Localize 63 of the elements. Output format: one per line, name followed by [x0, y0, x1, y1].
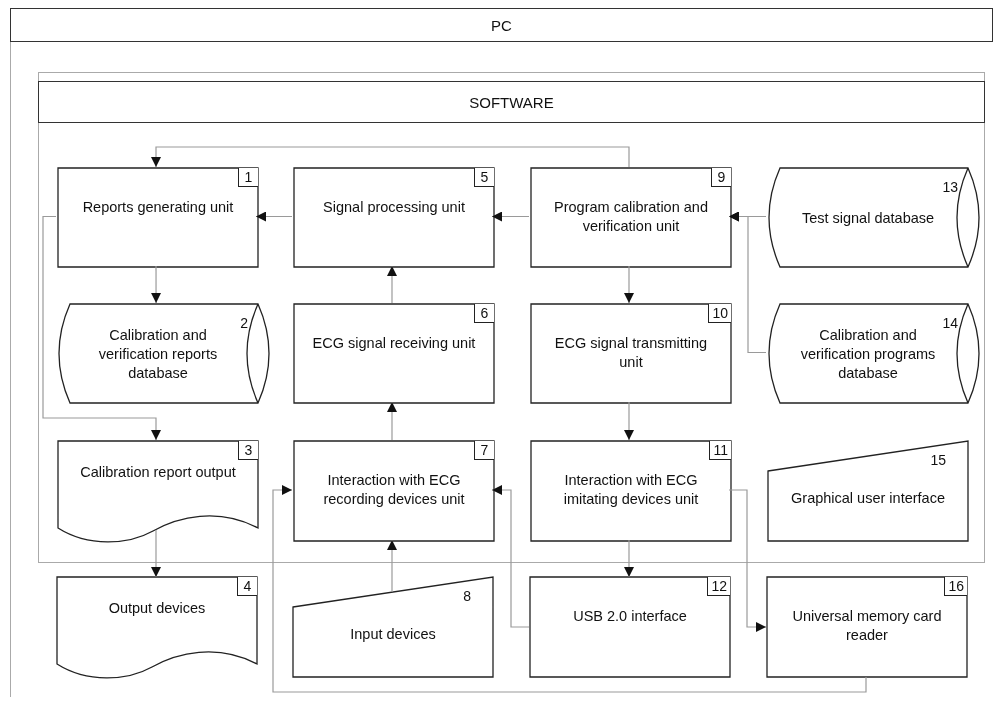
- arrow: [255, 211, 293, 222]
- node-number: 12: [707, 577, 730, 596]
- node-number: 3: [238, 441, 258, 460]
- database-cylinder: [58, 304, 270, 403]
- node-label: Universal memory card reader: [791, 607, 943, 645]
- document-shape: [58, 441, 258, 541]
- node-label: Program calibration and verification unit: [553, 198, 709, 236]
- node-label: Calibration and verification reports database: [97, 325, 219, 382]
- node-label: Interaction with ECG recording devices unit: [322, 471, 466, 509]
- arrow: [151, 265, 162, 304]
- process-box: [531, 304, 731, 403]
- group-title: PC: [491, 16, 512, 34]
- node-number: 5: [474, 168, 494, 187]
- node-number: 1: [238, 168, 258, 187]
- node-label: ECG signal receiving unit: [311, 334, 477, 353]
- arrow: [151, 146, 630, 168]
- node-number: 7: [474, 441, 494, 460]
- process-box: [294, 441, 494, 541]
- node-label: Calibration report output: [79, 463, 237, 482]
- process-box: [767, 577, 967, 677]
- process-box: [531, 168, 731, 267]
- arrow: [387, 265, 397, 304]
- node-label: Signal processing unit: [322, 198, 466, 217]
- arrow: [387, 401, 397, 441]
- node-label: Interaction with ECG imitating devices unit: [562, 471, 700, 509]
- node-label: Output devices: [107, 599, 207, 618]
- process-box: [58, 168, 258, 267]
- arrow: [728, 211, 767, 354]
- arrow: [272, 485, 867, 693]
- process-box: [294, 168, 494, 267]
- arrow: [151, 529, 161, 578]
- node-label: Calibration and verification programs database: [799, 325, 937, 382]
- arrow: [491, 211, 530, 222]
- node-label: ECG signal transmitting unit: [553, 334, 709, 372]
- node-number: 9: [711, 168, 731, 187]
- group-frame: [38, 72, 985, 563]
- node-number: 6: [474, 304, 494, 323]
- process-box: [530, 577, 730, 677]
- node-number: 10: [708, 304, 731, 323]
- arrow: [624, 265, 634, 304]
- manual-input-shape: [768, 441, 968, 541]
- arrow: [728, 489, 767, 632]
- node-label: Graphical user interface: [790, 489, 946, 508]
- node-number: 4: [237, 577, 257, 596]
- database-cylinder: [768, 304, 980, 403]
- node-label: USB 2.0 interface: [572, 607, 688, 626]
- arrow: [42, 215, 161, 441]
- node-label: Reports generating unit: [81, 198, 235, 217]
- process-box: [294, 304, 494, 403]
- document-shape: [57, 577, 257, 677]
- node-label: Test signal database: [800, 208, 936, 227]
- group-title: SOFTWARE: [469, 93, 554, 111]
- process-box: [531, 441, 731, 541]
- arrow: [491, 485, 530, 628]
- node-number: 16: [944, 577, 967, 596]
- manual-input-shape: [293, 577, 493, 677]
- node-label: Input devices: [349, 625, 437, 644]
- container-frame: [10, 8, 992, 697]
- node-number: 11: [709, 441, 731, 460]
- database-cylinder: [768, 168, 980, 267]
- arrow: [624, 539, 634, 578]
- arrow: [624, 401, 634, 441]
- arrow: [387, 539, 397, 593]
